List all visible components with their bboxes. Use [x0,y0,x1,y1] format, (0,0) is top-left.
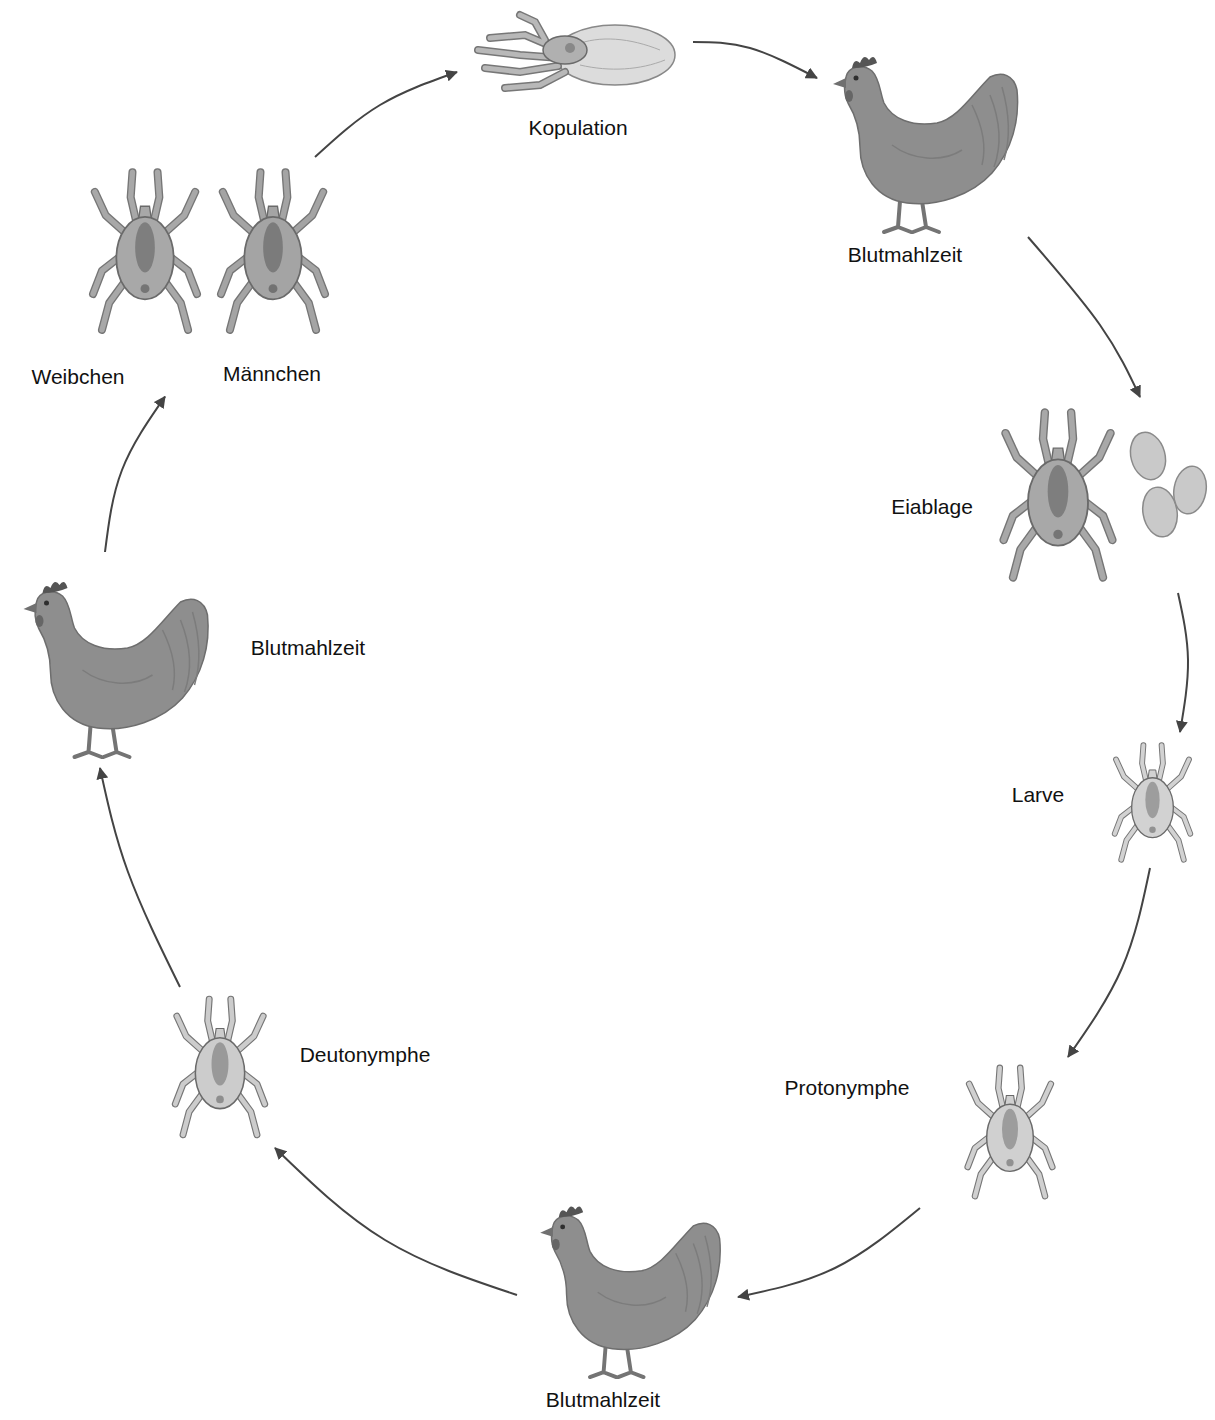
cycle-arrow [1028,237,1140,397]
stage-label: Weibchen [31,364,124,389]
mite-figure [968,1068,1053,1196]
egg-figures [1125,428,1210,539]
stage-label: Deutonymphe [300,1042,431,1067]
stage-node: Kopulation [460,5,690,145]
cycle-arrow [693,42,817,78]
stage-node: Blutmahlzeit [520,1182,735,1417]
cycle-arrow [275,1148,517,1295]
stage-node: Blutmahlzeit [820,30,1025,272]
stage-label: Protonymphe [785,1075,910,1100]
stage-node: Protonymphe [772,1060,1080,1205]
cycle-arrow [100,768,180,987]
stage-label: Eiablage [891,494,973,519]
mite-figure [175,999,264,1135]
stage-node: Blutmahlzeit [5,555,380,765]
stage-node: Larve [1005,735,1205,865]
stage-label: Kopulation [528,115,627,140]
mite-figure [1004,413,1113,578]
cycle-arrow [1068,868,1150,1057]
stage-label: Blutmahlzeit [546,1387,660,1412]
hen-figure [24,582,209,757]
stage-node: Deutonymphe [155,990,445,1145]
stage-label: Blutmahlzeit [251,635,365,660]
hen-figure [540,1207,720,1378]
stage-node: Eiablage [880,400,1210,590]
stage-label: Larve [1012,782,1065,807]
cycle-arrow [105,397,165,552]
mite-figure [221,172,325,330]
hen-figure [833,57,1018,232]
copulation-figure [478,15,675,88]
stage-label: Blutmahlzeit [848,242,962,267]
mite-figure [1115,745,1191,860]
cycle-arrow [315,72,457,157]
cycle-arrow [1178,593,1188,732]
stage-label: Männchen [223,361,321,386]
mite-figure [93,172,197,330]
cycle-arrow [738,1208,920,1297]
stage-node: Weibchen Männchen [20,160,340,394]
